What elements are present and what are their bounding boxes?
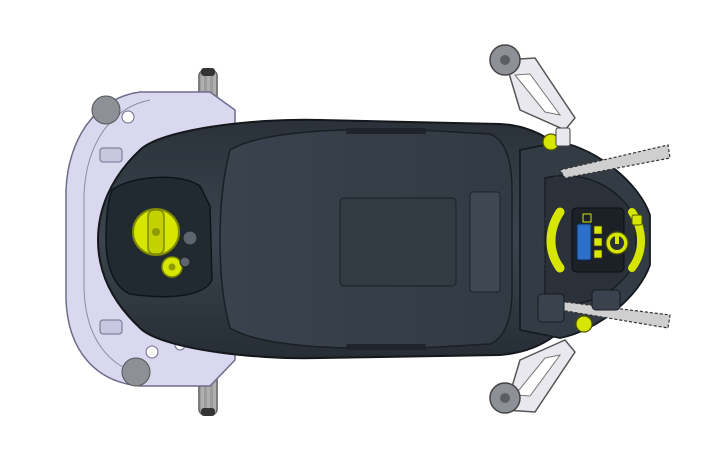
lower-wheel-arm xyxy=(489,339,576,414)
fitting-knobs xyxy=(179,230,198,268)
lower-bracket xyxy=(537,289,621,323)
program-selector-icon[interactable] xyxy=(605,231,629,255)
key-switch-icon[interactable] xyxy=(631,214,643,226)
display-screen-icon xyxy=(576,223,592,261)
drain-cap-icon[interactable] xyxy=(161,256,183,278)
fill-cap-icon[interactable] xyxy=(132,208,180,256)
machine-body xyxy=(96,118,586,360)
foot-pedal-icon[interactable] xyxy=(575,315,593,333)
upper-wheel-arm xyxy=(489,44,576,131)
mode-buttons[interactable] xyxy=(582,213,603,259)
upper-latch[interactable] xyxy=(542,127,571,151)
